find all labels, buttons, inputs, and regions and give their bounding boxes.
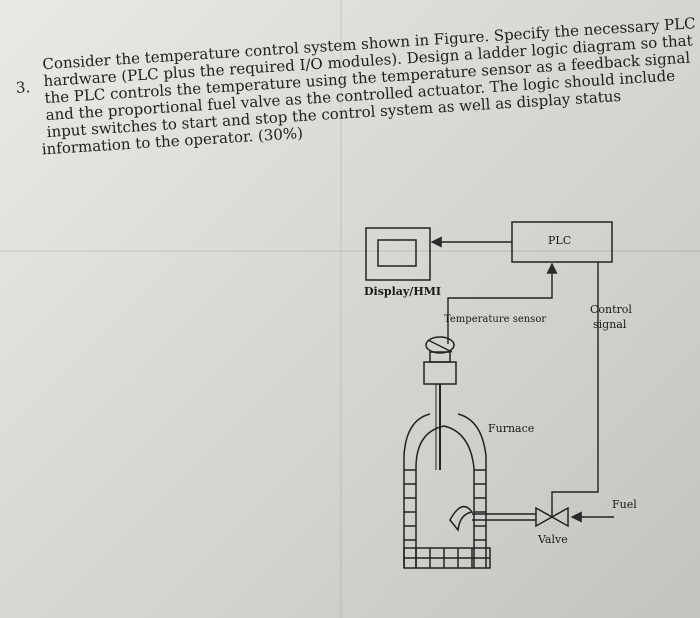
control-signal-label-1: Control bbox=[590, 303, 632, 316]
temperature-sensor-label: Temperature sensor bbox=[444, 314, 546, 325]
display-hmi-label: Display/HMI bbox=[364, 285, 441, 298]
control-signal-line bbox=[551, 262, 599, 510]
paper-fold-vertical bbox=[340, 0, 342, 618]
furnace-icon bbox=[403, 413, 536, 569]
valve-label: Valve bbox=[537, 533, 568, 546]
paper-fold-horizontal bbox=[0, 250, 700, 252]
fuel-valve-icon bbox=[535, 506, 569, 528]
furnace-label: Furnace bbox=[488, 422, 534, 435]
fuel-label: Fuel bbox=[612, 498, 637, 511]
control-signal-label-2: signal bbox=[593, 318, 627, 331]
plc-label: PLC bbox=[548, 234, 571, 247]
temperature-sensor-icon bbox=[423, 336, 457, 470]
display-hmi-monitor bbox=[365, 227, 431, 281]
sensor-feedback-arrow bbox=[447, 262, 558, 344]
